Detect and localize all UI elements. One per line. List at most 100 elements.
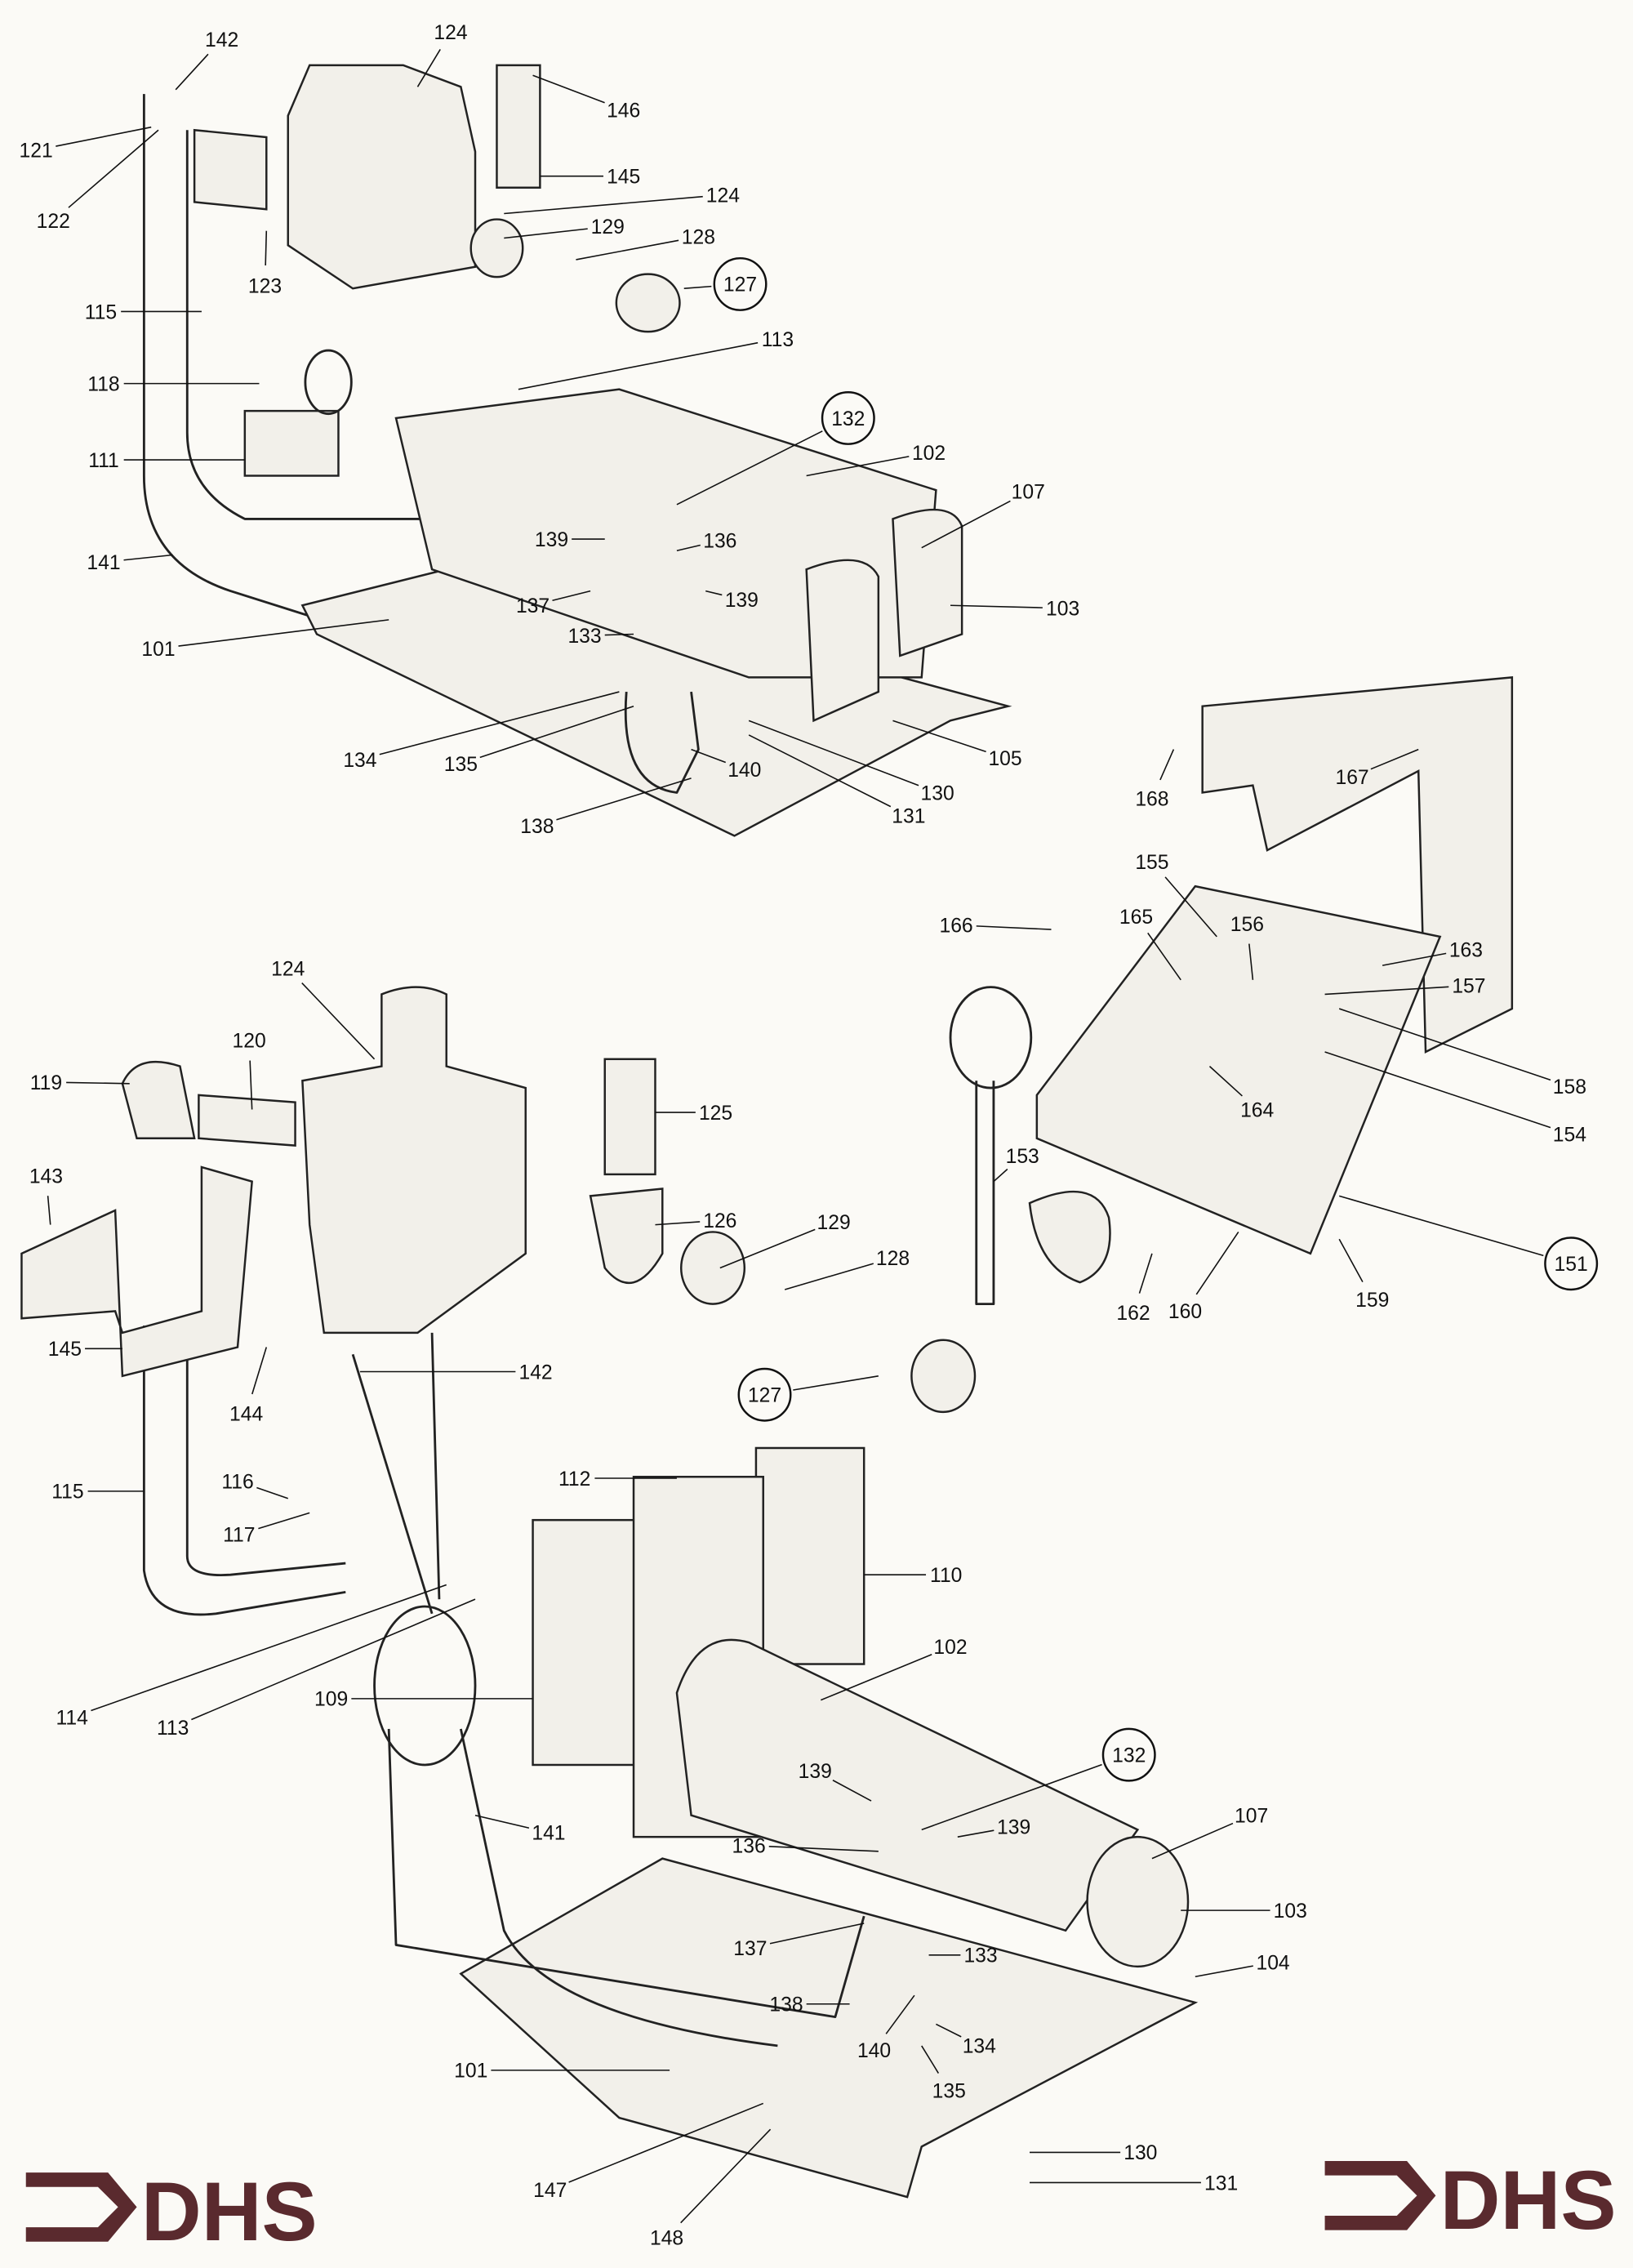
part-label-109: 109 xyxy=(314,1689,348,1711)
part-label-164: 164 xyxy=(1240,1099,1274,1121)
part-label-101: 101 xyxy=(141,639,175,661)
part-label-166: 166 xyxy=(939,916,972,938)
part-label-147: 147 xyxy=(533,2180,567,2202)
part-label-145: 145 xyxy=(607,166,640,188)
leader-line-137 xyxy=(552,590,591,602)
filter-111 xyxy=(243,409,340,477)
part-label-167: 167 xyxy=(1335,767,1368,789)
part-label-115: 115 xyxy=(51,1482,83,1504)
part-label-128: 128 xyxy=(682,227,715,249)
part-label-140: 140 xyxy=(728,760,761,782)
part-label-128: 128 xyxy=(876,1248,910,1270)
thermocouple-coil-153 xyxy=(949,986,1033,1089)
part-label-138: 138 xyxy=(769,1994,803,2016)
part-label-125: 125 xyxy=(699,1103,732,1125)
part-label-148: 148 xyxy=(650,2227,683,2249)
part-label-118: 118 xyxy=(87,373,119,395)
part-label-153: 153 xyxy=(1006,1146,1039,1168)
union-129 xyxy=(469,218,524,278)
leader-line-141 xyxy=(123,554,173,561)
part-label-104: 104 xyxy=(1256,1952,1289,1974)
leader-line-124 xyxy=(301,983,376,1060)
leader-line-156 xyxy=(1248,943,1254,980)
part-label-168: 168 xyxy=(1135,788,1168,810)
leader-line-124 xyxy=(504,195,703,215)
bracket-143-145 xyxy=(20,1165,253,1378)
leader-line-107 xyxy=(921,500,1011,549)
part-label-127: 127 xyxy=(748,1385,781,1407)
part-label-136: 136 xyxy=(703,531,736,553)
part-label-135: 135 xyxy=(444,754,478,776)
union-129-lower xyxy=(679,1231,746,1305)
leader-line-103 xyxy=(950,604,1043,608)
base-plate-101 xyxy=(459,1857,1199,2199)
part-label-122: 122 xyxy=(37,211,70,233)
part-label-105: 105 xyxy=(988,748,1021,770)
tap-127 xyxy=(615,273,681,333)
leader-line-140 xyxy=(691,748,727,764)
dhs-logo-mark-left xyxy=(25,2172,137,2242)
bracket-145 xyxy=(496,64,541,189)
leader-line-132 xyxy=(676,430,823,506)
leader-line-123 xyxy=(265,230,268,266)
part-label-113: 113 xyxy=(762,329,794,351)
leader-line-138 xyxy=(556,778,692,821)
part-label-129: 129 xyxy=(591,216,625,238)
part-label-112: 112 xyxy=(558,1468,590,1490)
leader-line-102 xyxy=(820,1654,932,1701)
burner-plate-107 xyxy=(892,508,963,657)
pilot-pipe-138 xyxy=(624,691,700,794)
nipple-120 xyxy=(198,1094,296,1147)
leader-line-151 xyxy=(1338,1195,1544,1257)
part-label-155: 155 xyxy=(1135,852,1168,874)
leader-line-146 xyxy=(532,74,605,104)
probe-153 xyxy=(975,1081,995,1306)
label-circle-132 xyxy=(821,390,875,445)
part-label-134: 134 xyxy=(343,750,376,772)
part-label-124: 124 xyxy=(434,22,467,44)
part-label-119: 119 xyxy=(30,1072,62,1094)
part-label-110: 110 xyxy=(930,1565,962,1587)
gas-valve-124 xyxy=(287,64,477,290)
leader-line-162 xyxy=(1138,1253,1153,1294)
part-label-143: 143 xyxy=(29,1165,63,1187)
control-box-159 xyxy=(1035,884,1442,1255)
part-label-157: 157 xyxy=(1452,976,1485,998)
part-label-101: 101 xyxy=(454,2061,487,2083)
leader-line-105 xyxy=(892,720,986,753)
leader-line-116 xyxy=(256,1486,288,1499)
part-label-151: 151 xyxy=(1555,1254,1588,1276)
part-label-162: 162 xyxy=(1116,1303,1150,1325)
pipe-loop-141 xyxy=(373,1605,477,1767)
part-label-111: 111 xyxy=(88,450,119,472)
part-label-140: 140 xyxy=(857,2040,891,2062)
leader-line-157 xyxy=(1324,986,1449,996)
leader-line-163 xyxy=(1382,952,1447,966)
part-label-134: 134 xyxy=(963,2036,996,2058)
part-label-133: 133 xyxy=(963,1945,997,1967)
part-label-130: 130 xyxy=(921,782,954,804)
leader-line-129 xyxy=(719,1228,816,1269)
leader-line-131 xyxy=(748,734,892,808)
leader-line-135 xyxy=(479,705,634,759)
leader-lines xyxy=(47,49,1551,2224)
part-label-135: 135 xyxy=(932,2080,966,2102)
part-label-144: 144 xyxy=(229,1403,263,1425)
label-circle-127 xyxy=(737,1367,792,1422)
part-label-131: 131 xyxy=(1204,2172,1238,2194)
part-label-123: 123 xyxy=(248,276,282,298)
part-label-132: 132 xyxy=(1112,1744,1146,1767)
leader-line-141 xyxy=(474,1814,530,1829)
part-label-131: 131 xyxy=(892,806,925,828)
leader-line-147 xyxy=(568,2102,764,2183)
burner-tube-102 xyxy=(675,1638,1140,1932)
leader-line-164 xyxy=(1208,1066,1243,1097)
cover-167 xyxy=(1201,676,1514,1054)
part-label-107: 107 xyxy=(1235,1806,1268,1828)
part-label-103: 103 xyxy=(1046,599,1079,621)
part-label-127: 127 xyxy=(723,274,757,296)
part-label-130: 130 xyxy=(1124,2142,1157,2164)
leader-line-119 xyxy=(66,1081,130,1085)
knob-162 xyxy=(1028,1190,1111,1284)
